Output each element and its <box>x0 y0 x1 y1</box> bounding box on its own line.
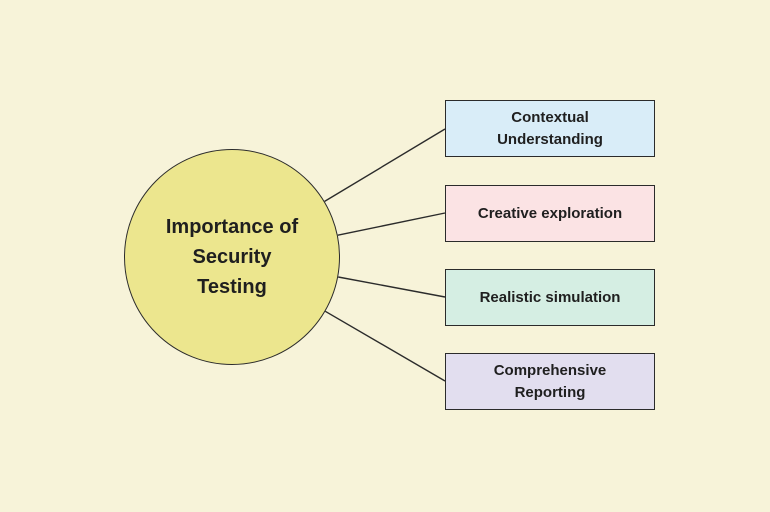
node-label-realistic-simulation: Realistic simulation <box>479 288 621 306</box>
node-creative-exploration: Creative exploration <box>445 185 655 242</box>
connector-line-comprehensive <box>324 310 446 382</box>
central-node: Importance of Security Testing <box>124 149 340 365</box>
connector-line-realistic <box>338 276 446 298</box>
node-label-creative-exploration: Creative exploration <box>477 204 623 222</box>
connector-line-creative <box>337 212 446 236</box>
node-realistic-simulation: Realistic simulation <box>445 269 655 326</box>
node-contextual-understanding: Contextual Understanding <box>445 100 655 157</box>
node-label-comprehensive-reporting: Comprehensive Reporting <box>493 361 607 401</box>
connector-line-contextual <box>324 128 446 202</box>
node-comprehensive-reporting: Comprehensive Reporting <box>445 353 655 410</box>
central-node-label: Importance of Security Testing <box>165 216 299 298</box>
node-label-contextual-understanding: Contextual Understanding <box>497 108 603 148</box>
